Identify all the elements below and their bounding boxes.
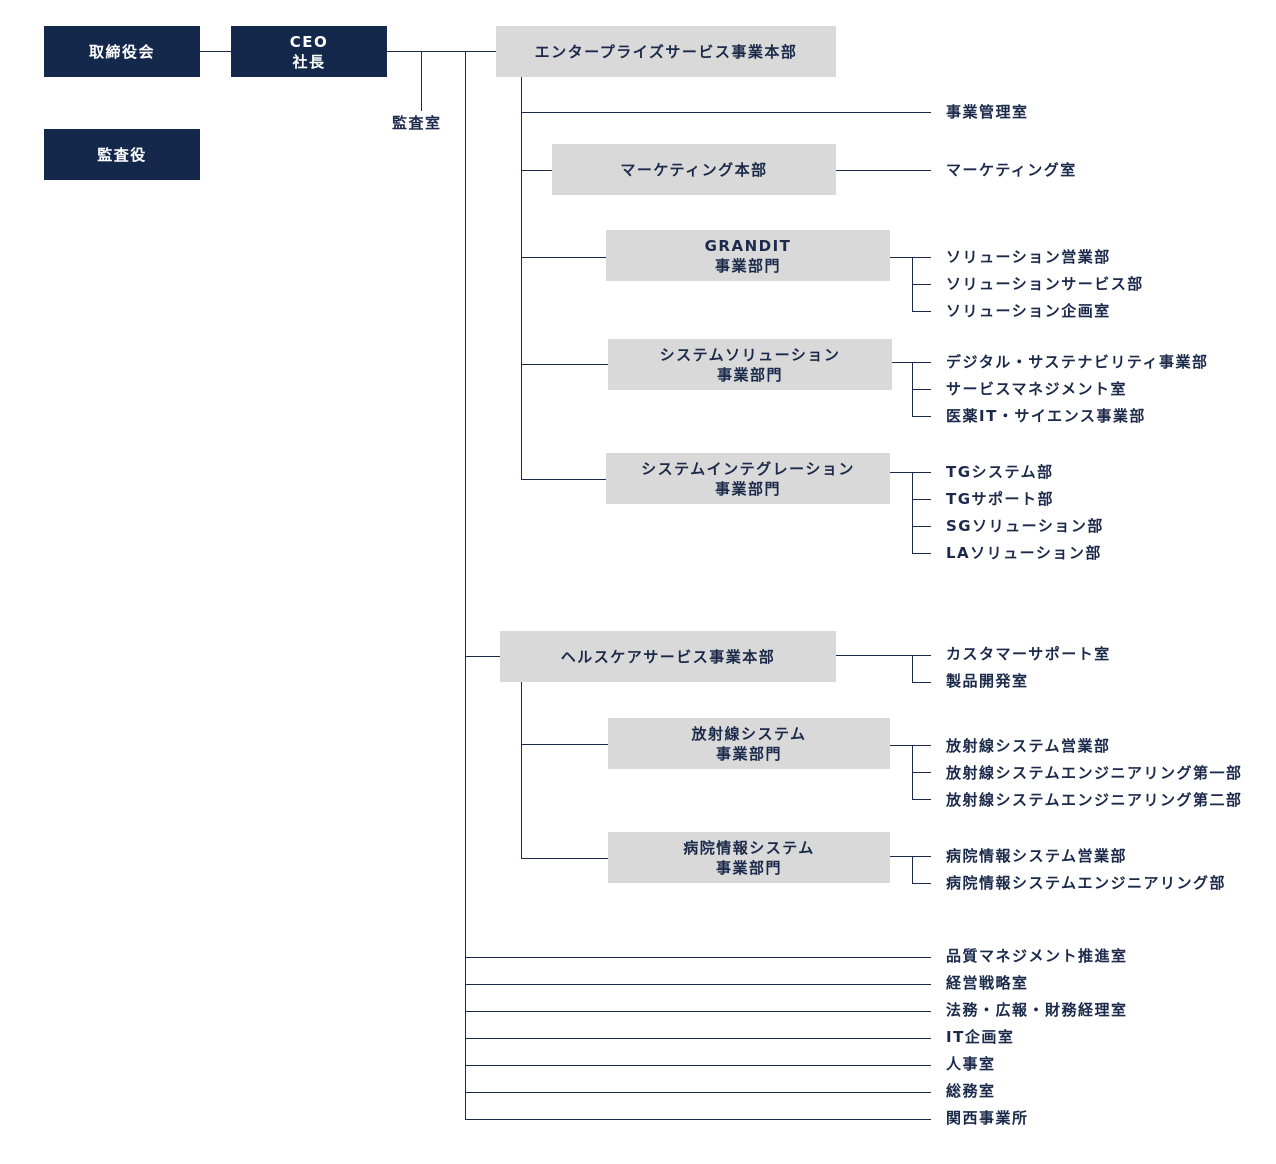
connector-system-solution-out [892,362,931,363]
connector-healthcare [465,656,500,657]
audit-office-label: 監査室 [392,114,442,132]
hospital-division-box: 病院情報システム 事業部門 [608,832,890,883]
connector-hospital [521,858,608,859]
marketing-division-title: マーケティング本部 [620,160,768,179]
connector-radiology-dept-3 [912,799,931,800]
corporate-office: 法務・広報・財務経理室 [946,1001,1128,1019]
system-solution-line1: システムソリューション [659,345,841,364]
connector-board-ceo [200,51,231,52]
ceo-label-line1: CEO [289,32,329,51]
hospital-line1: 病院情報システム [683,838,815,857]
marketing-office: マーケティング室 [946,161,1077,179]
connector-main-spine [465,51,466,1119]
connector-corporate-5 [465,1065,931,1066]
business-mgmt-office: 事業管理室 [946,103,1029,121]
connector-system-integration-dept-2 [912,499,931,500]
corporate-office: 人事室 [946,1055,996,1073]
connector-corporate-6 [465,1092,931,1093]
corporate-office: 品質マネジメント推進室 [946,947,1128,965]
connector-system-integration [521,479,606,480]
connector-corporate-1 [465,957,931,958]
system-integration-dept: TGサポート部 [946,490,1055,508]
radiology-line1: 放射線システム [691,724,807,743]
radiology-line2: 事業部門 [715,744,782,763]
marketing-division-box: マーケティング本部 [552,144,836,195]
connector-corporate-3 [465,1011,931,1012]
system-integration-dept: LAソリューション部 [946,544,1102,562]
connector-healthcare-out [836,655,931,656]
connector-business-mgmt [521,112,931,113]
healthcare-office: カスタマーサポート室 [946,645,1111,663]
connector-healthcare-office-2 [912,682,931,683]
connector-enterprise-spine [521,77,522,480]
auditor-label: 監査役 [97,145,147,164]
connector-ceo-enterprise [387,51,496,52]
system-integration-dept: SGソリューション部 [946,517,1104,535]
ceo-label-line2: 社長 [292,52,326,71]
connector-system-integration-dept-4 [912,553,931,554]
enterprise-division-title: エンタープライズサービス事業本部 [534,42,798,61]
enterprise-division-box: エンタープライズサービス事業本部 [496,26,836,77]
hospital-dept: 病院情報システムエンジニアリング部 [946,874,1227,892]
corporate-office: IT企画室 [946,1028,1015,1046]
grandit-dept: ソリューション営業部 [946,248,1111,266]
connector-system-integration-bracket [912,472,913,553]
connector-hospital-out [890,856,931,857]
connector-system-solution [521,364,608,365]
connector-system-integration-out [890,472,931,473]
connector-grandit [521,257,606,258]
system-integration-division-box: システムインテグレーション 事業部門 [606,453,890,504]
connector-radiology-dept-2 [912,772,931,773]
radiology-dept: 放射線システムエンジニアリング第二部 [946,791,1243,809]
connector-marketing-office [836,170,931,171]
grandit-dept: ソリューションサービス部 [946,275,1144,293]
grandit-line1: GRANDIT [704,236,792,255]
grandit-line2: 事業部門 [714,256,781,275]
connector-system-integration-dept-3 [912,526,931,527]
radiology-dept: 放射線システム営業部 [946,737,1111,755]
connector-corporate-2 [465,984,931,985]
connector-radiology [521,744,608,745]
radiology-dept: 放射線システムエンジニアリング第一部 [946,764,1243,782]
corporate-office: 経営戦略室 [946,974,1029,992]
connector-audit-office [421,51,422,111]
system-integration-line2: 事業部門 [714,479,781,498]
system-integration-line1: システムインテグレーション [641,459,855,478]
system-solution-line2: 事業部門 [716,365,783,384]
corporate-office: 総務室 [946,1082,996,1100]
healthcare-division-box: ヘルスケアサービス事業本部 [500,631,836,682]
corporate-office: 関西事業所 [946,1109,1029,1127]
grandit-dept: ソリューション企画室 [946,302,1111,320]
board-of-directors-box: 取締役会 [44,26,200,77]
connector-healthcare-spine [521,682,522,858]
grandit-division-box: GRANDIT 事業部門 [606,230,890,281]
hospital-line2: 事業部門 [715,858,782,877]
connector-grandit-dept-2 [912,284,931,285]
ceo-box: CEO 社長 [231,26,387,77]
auditor-box: 監査役 [44,129,200,180]
connector-healthcare-bracket [912,655,913,682]
hospital-dept: 病院情報システム営業部 [946,847,1128,865]
connector-radiology-out [890,745,931,746]
connector-hospital-bracket [912,856,913,883]
system-solution-dept: デジタル・サステナビリティ事業部 [946,353,1209,371]
connector-system-solution-dept-2 [912,389,931,390]
connector-marketing [521,170,552,171]
connector-corporate-4 [465,1038,931,1039]
connector-grandit-dept-3 [912,311,931,312]
connector-corporate-7 [465,1119,931,1120]
connector-hospital-dept-2 [912,883,931,884]
system-solution-dept: 医薬IT・サイエンス事業部 [946,407,1146,425]
connector-grandit-out [890,257,931,258]
healthcare-division-title: ヘルスケアサービス事業本部 [560,647,776,666]
system-solution-dept: サービスマネジメント室 [946,380,1128,398]
system-integration-dept: TGシステム部 [946,463,1054,481]
board-label: 取締役会 [88,42,155,61]
radiology-division-box: 放射線システム 事業部門 [608,718,890,769]
healthcare-office: 製品開発室 [946,672,1029,690]
system-solution-division-box: システムソリューション 事業部門 [608,339,892,390]
connector-system-solution-dept-3 [912,416,931,417]
